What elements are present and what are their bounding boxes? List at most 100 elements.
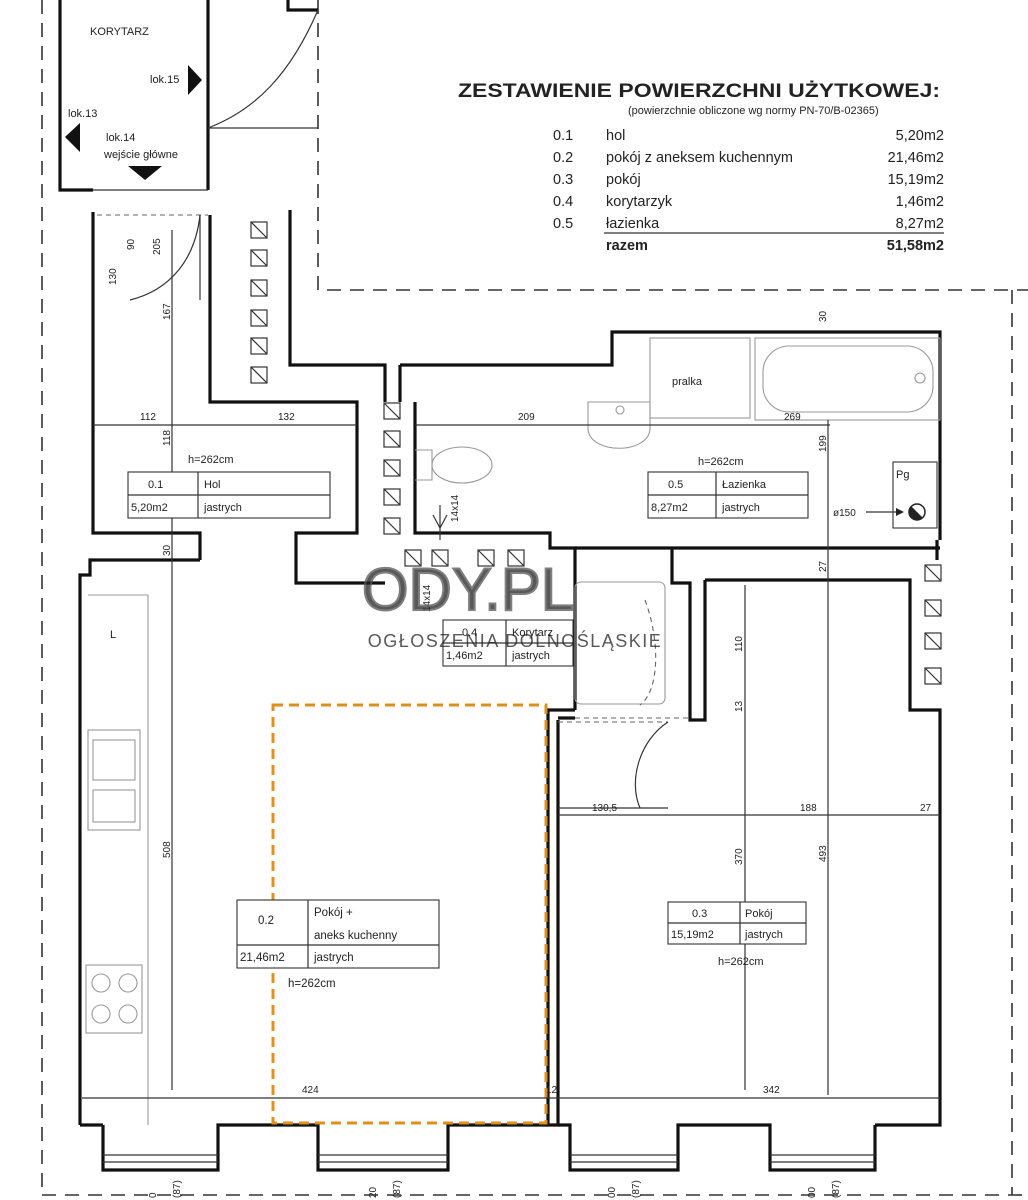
dimension-label: 199 [818,435,829,452]
hol-walls [91,210,942,585]
dimension-label: 205 [152,238,163,255]
dimension-label: (87) [631,1180,642,1198]
lok15-label: lok.15 [150,74,179,86]
summary-row-name: pokój z aneksem kuchennym [606,150,793,166]
pokoj-num: 0.3 [692,908,707,920]
summary-row-area: 8,27m2 [896,216,944,232]
dimension-lines [82,230,940,1099]
dimension-label: 167 [162,303,173,320]
dimension-label: 130,5 [592,803,617,814]
pokoj-aneks-name-1: Pokój + [314,907,353,919]
korytarzyk-area: 1,46m2 [446,650,483,662]
korytarzyk-name: Korytarz [512,627,553,639]
pokoj-floor: jastrych [744,929,783,941]
summary-row-name: hol [606,128,625,144]
summary-total-value: 51,58m2 [887,238,944,254]
summary-row-num: 0.3 [553,172,573,188]
pipe-label: ø150 [833,508,856,519]
summary-title: ZESTAWIENIE POWIERZCHNI UŻYTKOWEJ: [458,81,940,102]
lok13-arrow-icon [65,123,80,152]
lazienka-name: Łazienka [722,479,767,491]
pralka-label: pralka [672,376,703,388]
dimension-label: 12 [546,1085,558,1096]
lok15-arrow-icon [188,65,202,95]
dimension-label: 00 [607,1186,618,1198]
dimension-label: 27 [920,803,932,814]
pokoj-name: Pokój [745,908,773,920]
corridor-walls [58,0,319,192]
korytarz-label: KORYTARZ [90,26,149,38]
pokoj-aneks-area: 21,46m2 [240,952,285,964]
room-doors [558,721,669,809]
dimension-label: 13 [734,700,745,712]
korytarzyk-floor: jastrych [511,650,550,662]
dimension-labels: 112 132 209 269 130,5 188 27 424 12 342 … [108,238,932,1198]
summary-total-label: razem [606,238,648,254]
summary-row-num: 0.5 [553,216,573,232]
dimension-label: 342 [763,1085,780,1096]
dimension-label: 188 [800,803,817,814]
hol-height: h=262cm [188,454,234,466]
dimension-label: 424 [302,1085,319,1096]
room-label-pokoj [667,901,807,945]
duct-size-1: 14x14 [450,494,461,522]
lazienka-area: 8,27m2 [651,502,688,514]
dimension-label: 112 [140,412,156,423]
dimension-label: 493 [818,845,829,862]
korytarzyk-num: 0.4 [462,627,477,639]
dimension-label: 370 [734,848,745,865]
dimension-label: 508 [162,841,173,858]
summary-table: ZESTAWIENIE POWIERZCHNI UŻYTKOWEJ: (powi… [458,81,944,254]
summary-row-num: 0.2 [553,150,573,166]
dimension-label: 110 [734,636,745,652]
summary-row-num: 0.1 [553,128,573,144]
summary-row-area: 1,46m2 [896,194,944,210]
dimension-label: 90 [126,238,137,250]
dimension-label: (87) [172,1180,183,1198]
pokoj-aneks-height: h=262cm [288,978,336,990]
dimension-label: 30 [162,544,173,556]
bathroom-walls [413,402,942,820]
pokoj-height: h=262cm [718,956,764,968]
lazienka-num: 0.5 [668,479,683,491]
pokoj-area: 15,19m2 [671,929,714,941]
summary-row-name: korytarzyk [606,194,673,210]
dimension-label: 118 [162,430,173,446]
dimension-label: 0 [148,1192,159,1198]
summary-row-name: pokój [606,172,641,188]
windows-bottom [101,1123,877,1172]
hol-num: 0.1 [148,479,163,491]
building-outline-top [317,0,1028,291]
dimension-label: 269 [784,412,801,423]
pg-label: Pg [896,469,909,481]
summary-row-area: 5,20m2 [896,128,944,144]
pokoj-aneks-num: 0.2 [258,915,274,927]
summary-subtitle: (powierzchnie obliczone wg normy PN-70/B… [628,105,879,117]
bathroom-fixtures [415,337,941,719]
summary-row-name: łazienka [606,216,660,232]
lok13-label: lok.13 [68,108,97,120]
dimension-label: 130 [108,268,119,285]
hol-name: Hol [204,479,221,491]
summary-row-area: 21,46m2 [888,150,944,166]
watermark-brand: ODY.PL [362,556,574,623]
pokoj-aneks-floor: jastrych [313,952,354,964]
entrance-label: wejście główne [103,149,178,161]
dimension-label: (87) [392,1180,403,1198]
summary-row-num: 0.4 [553,194,573,210]
entrance-arrow-icon [128,166,162,180]
dimension-label: 30 [818,310,829,322]
duct-size-2: 14x14 [422,584,433,612]
room-label-hol [127,471,331,519]
main-room-walls [78,558,942,1127]
watermark-tagline: OGŁOSZENIA DOLNOŚLĄSKIE [368,630,663,651]
entrance-door [97,214,208,301]
dimension-label: (87) [831,1180,842,1198]
hol-area: 5,20m2 [131,502,168,514]
dimension-label: 209 [518,412,535,423]
lazienka-height: h=262cm [698,456,744,468]
vent-ducts [250,221,942,685]
dimension-label: 00 [807,1186,818,1198]
pg-gas-box [866,461,938,529]
